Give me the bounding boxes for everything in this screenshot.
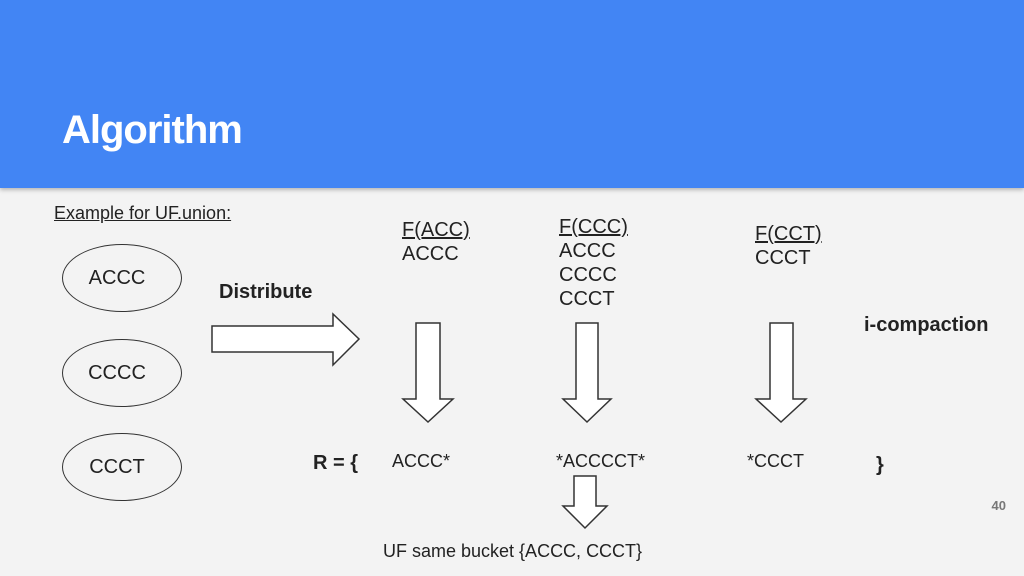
group-header: F(CCC)	[559, 216, 628, 238]
example-label: Example for UF.union:	[54, 203, 232, 223]
group-item: CCCC	[559, 264, 617, 286]
group-item: ACCC	[402, 243, 459, 265]
bucket-label: UF same bucket {ACCC, CCCT}	[383, 541, 643, 561]
ellipse-cccc: CCCC	[62, 339, 182, 407]
ellipse-label: CCCC	[88, 361, 146, 384]
result-open: R = {	[313, 452, 359, 474]
page-number: 40	[991, 498, 1006, 513]
group-header: F(ACC)	[402, 219, 470, 241]
down-arrow-acc	[401, 322, 455, 424]
down-arrow-bucket	[561, 475, 609, 530]
group-f-cct: F(CCT) CCCT	[755, 222, 822, 270]
group-f-ccc: F(CCC) ACCC CCCC CCCT	[559, 215, 628, 311]
result-value-1: ACCC*	[392, 451, 451, 471]
slide-title: Algorithm	[62, 108, 243, 152]
group-item: CCCT	[755, 247, 811, 269]
distribute-arrow	[211, 312, 361, 367]
ellipse-label: CCCT	[89, 455, 145, 478]
ellipse-label: ACCC	[88, 266, 146, 289]
result-value-3: *CCCT	[747, 451, 804, 471]
down-arrow-cct	[754, 322, 808, 424]
group-item: CCCT	[559, 288, 615, 310]
result-close: }	[876, 454, 884, 476]
down-arrow-ccc	[561, 322, 613, 424]
group-item: ACCC	[559, 240, 616, 262]
compaction-label: i-compaction	[864, 314, 989, 336]
result-value-2: *ACCCCT*	[556, 451, 646, 471]
group-header: F(CCT)	[755, 223, 822, 245]
slide-header	[0, 0, 1024, 188]
ellipse-ccct: CCCT	[62, 433, 182, 501]
group-f-acc: F(ACC) ACCC	[402, 218, 470, 266]
ellipse-accc: ACCC	[62, 244, 182, 312]
distribute-label: Distribute	[219, 281, 313, 303]
